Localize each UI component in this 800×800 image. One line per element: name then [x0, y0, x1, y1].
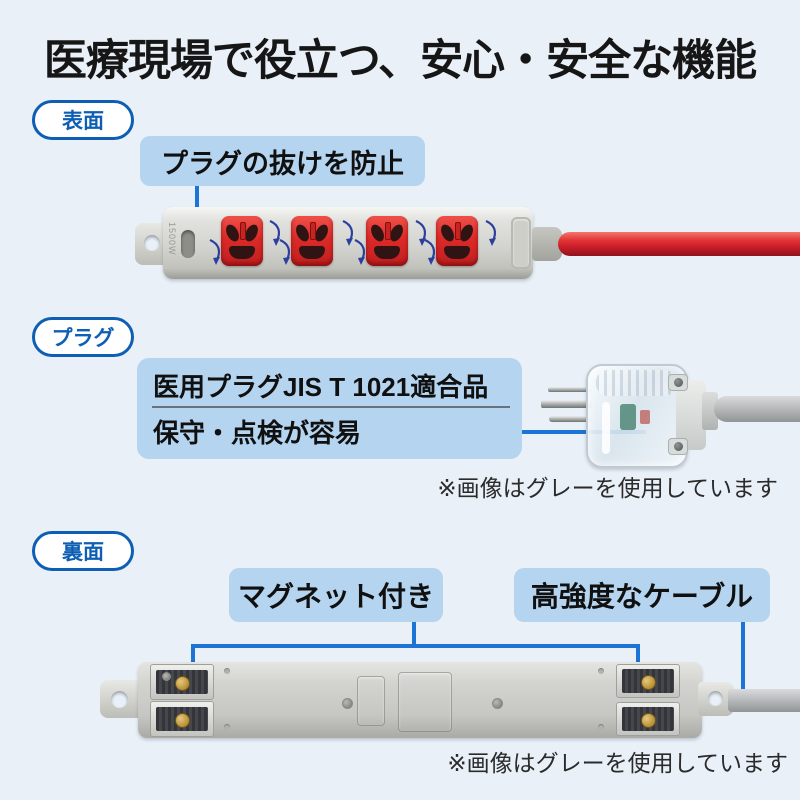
mounting-hole — [111, 691, 128, 708]
outlet-slot — [293, 222, 312, 244]
connector-line — [191, 644, 640, 648]
outlet-slot — [368, 222, 387, 244]
power-cable-gray — [728, 689, 800, 712]
badge-front-surface: 表面 — [32, 100, 134, 140]
outlet — [436, 216, 478, 266]
outlet-key — [455, 222, 461, 240]
page-title: 医療現場で役立つ、安心・安全な機能 — [43, 37, 757, 85]
magnet-rivet — [641, 674, 657, 690]
magnet-rivet — [175, 675, 191, 691]
outlet — [291, 216, 333, 266]
strain-relief — [532, 227, 562, 261]
outlet-ground-slot — [444, 246, 470, 259]
connector-line — [522, 430, 646, 434]
power-cable-gray — [714, 396, 800, 422]
reset-slot — [181, 230, 195, 258]
feature-divider — [152, 406, 510, 408]
badge-plug: プラグ — [32, 317, 134, 357]
screw-icon — [674, 378, 683, 387]
badge-front-label: 表面 — [62, 110, 104, 133]
mounting-hole — [708, 691, 723, 706]
connector-line — [412, 622, 416, 648]
rotate-arrow-icon — [279, 238, 291, 265]
callout-cable: 高強度なケーブル — [514, 568, 770, 622]
rotate-arrow-icon — [485, 219, 497, 246]
magnet — [616, 702, 680, 736]
case-dot — [224, 668, 230, 674]
screw-icon — [162, 672, 171, 681]
callout-plug-lock: プラグの抜けを防止 — [140, 136, 425, 186]
callout-plug-lock-label: プラグの抜けを防止 — [161, 148, 404, 179]
plug-blade — [548, 387, 592, 392]
plug-screw — [668, 438, 688, 455]
connector-line — [191, 644, 195, 678]
callout-magnet-label: マグネット付き — [237, 581, 434, 612]
plug-blade — [541, 400, 592, 408]
outlet-key — [240, 222, 246, 240]
connector-line — [636, 644, 640, 674]
gray-color-note: ※画像はグレーを使用しています — [447, 750, 788, 776]
plug-feature-line1: 医用プラグJIS T 1021適合品 — [153, 372, 489, 402]
rotate-arrow-icon — [342, 219, 354, 246]
plug-neck — [702, 392, 718, 430]
outlet-ground-slot — [299, 246, 325, 259]
screw-icon — [492, 698, 503, 709]
rotate-arrow-icon — [354, 238, 366, 265]
callout-magnet: マグネット付き — [229, 568, 443, 622]
outlet-ground-slot — [374, 246, 400, 259]
label-emboss — [357, 676, 385, 726]
plug-feature-line2: 保守・点検が容易 — [153, 418, 362, 448]
outlet — [366, 216, 408, 266]
badge-plug-label: プラグ — [51, 327, 115, 350]
connector-line — [741, 622, 745, 706]
rotate-arrow-icon — [415, 219, 427, 246]
power-cable-red — [558, 232, 800, 256]
outlet-key — [385, 222, 391, 240]
screw-icon — [674, 442, 683, 451]
outlet-ground-slot — [229, 246, 255, 259]
magnet-rivet — [175, 712, 191, 728]
outlet-key — [310, 222, 316, 240]
wattage-marking: 1500W — [167, 222, 177, 256]
magnet — [150, 701, 214, 737]
label-emboss — [398, 672, 452, 732]
magnet-rivet — [641, 712, 657, 728]
magnet — [616, 664, 680, 698]
plug-rib-texture — [596, 370, 676, 396]
case-dot — [224, 724, 230, 730]
badge-back-surface: 裏面 — [32, 531, 134, 571]
callout-cable-label: 高強度なケーブル — [530, 581, 754, 612]
case-dot — [598, 724, 604, 730]
rotate-arrow-icon — [424, 238, 436, 265]
plug-highlight — [602, 402, 610, 454]
plug-screw — [668, 374, 688, 391]
outlet-slot — [438, 222, 457, 244]
plug-internal-part — [640, 410, 650, 424]
outlet — [221, 216, 263, 266]
magnet — [150, 664, 214, 700]
mounting-hole — [144, 235, 160, 251]
brand-emboss — [511, 217, 531, 269]
plug-internal-part — [620, 404, 636, 430]
outlet-slot — [223, 222, 242, 244]
badge-back-label: 裏面 — [62, 541, 104, 564]
rotate-arrow-icon — [269, 219, 281, 246]
rotate-arrow-icon — [209, 238, 221, 265]
strip-back-body — [138, 662, 702, 738]
gray-color-note: ※画像はグレーを使用しています — [437, 475, 778, 501]
mounting-tab — [100, 680, 142, 718]
case-dot — [598, 668, 604, 674]
screw-icon — [342, 698, 353, 709]
plug-ground-pin — [549, 416, 592, 422]
plug-feature-box: 医用プラグJIS T 1021適合品 保守・点検が容易 — [137, 358, 522, 459]
